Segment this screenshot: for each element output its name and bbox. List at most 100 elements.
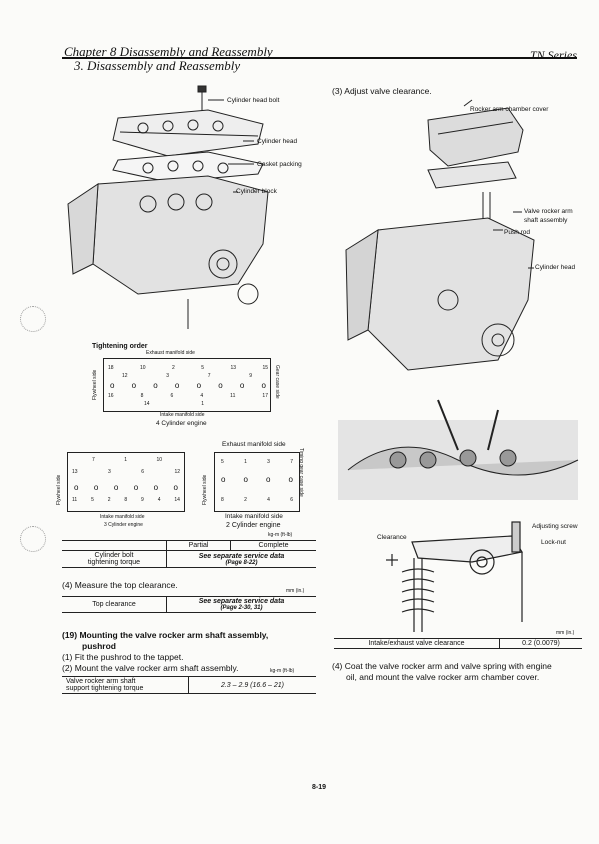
bolt-number: 3 — [166, 373, 170, 379]
bolt-number: 16 — [108, 393, 114, 399]
bolt-table-unit: kg-m (ft-lb) — [268, 532, 293, 538]
step4-right-cont: oil, and mount the valve rocker arm cham… — [346, 672, 540, 682]
four-cyl-caption: 4 Cylinder engine — [156, 420, 207, 427]
feeler-gauge-illustration — [338, 399, 579, 500]
bolt-number: 9 — [249, 373, 252, 379]
bolt-number: 8 — [124, 497, 128, 503]
label-valve-rocker-cont: shaft assembly — [524, 217, 568, 224]
valve-clearance-table: Intake/exhaust valve clearance 0.2 (0.00… — [334, 638, 582, 649]
bolt-number: 14 — [144, 401, 150, 407]
three-cyl-left-label: Flywheel side — [56, 474, 62, 505]
label-adjusting-screw: Adjusting screw — [532, 523, 578, 530]
bolt-number: 6 — [290, 497, 293, 503]
bolt-number: 3 — [108, 469, 111, 475]
top-clearance-table: Top clearance See separate service data … — [62, 596, 316, 613]
bolt-number: 7 — [290, 459, 293, 465]
bolt-number: 10 — [156, 457, 162, 463]
bolt-number: 1 — [244, 459, 247, 465]
label-rocker-cover: Rocker arm chamber cover — [470, 106, 549, 113]
row-label-line: Valve rocker arm shaft — [66, 678, 136, 685]
bolt-number: 17 — [262, 393, 268, 399]
bolt-number: 4 — [157, 497, 161, 503]
three-cyl-bottom-label: Intake manifold side — [100, 514, 145, 520]
bolt-number: 1 — [124, 457, 127, 463]
step4-title: (4) Measure the top clearance. — [62, 580, 178, 590]
valve-table-unit: mm (in.) — [556, 630, 575, 636]
label-cylinder-head-bolt: Cylinder head bolt — [227, 97, 280, 104]
bolt-number: 13 — [230, 365, 236, 371]
label-lock-nut: Lock-nut — [541, 539, 566, 546]
row-label-line: tightening torque — [87, 559, 141, 566]
bolt-number: 18 — [108, 365, 114, 371]
bolt-number: 7 — [207, 373, 211, 379]
bolt-number: 1 — [201, 401, 204, 407]
four-cyl-right-label: Gear case side — [274, 365, 280, 399]
two-cyl-top-label: Exhaust manifold side — [222, 441, 286, 448]
row-value-line: (Page 2-30, 31) — [220, 605, 263, 611]
step4-right: (4) Coat the valve rocker arm and valve … — [332, 661, 552, 671]
row-value-line: See separate service data — [198, 552, 285, 560]
two-cyl-bottom-label: Intake manifold side — [225, 513, 283, 520]
label-clearance: Clearance — [377, 534, 407, 541]
two-cyl-right-label: Timing gear case side — [298, 448, 304, 497]
two-cyl-caption: 2 Cylinder engine — [226, 522, 281, 529]
row-label-line: Cylinder bolt — [94, 552, 134, 559]
series-label: TN Series — [529, 48, 577, 62]
binder-hole — [20, 306, 46, 332]
step4-unit: mm (in.) — [286, 588, 305, 594]
engine-valve-assembly-illustration — [345, 99, 535, 371]
row-value: See separate service data (Page 8-22) — [166, 550, 316, 568]
bolt-number: 11 — [230, 393, 236, 399]
cylinder-bolt-table: Partial Complete Cylinder bolt tightenin… — [62, 540, 316, 568]
step19-unit: kg-m (ft-lb) — [270, 668, 295, 674]
step19-item: (1) Fit the pushrod to the tappet. — [62, 652, 184, 662]
label-cylinder-head: Cylinder head — [257, 138, 298, 145]
three-cyl-caption: 3 Cylinder engine — [104, 522, 143, 528]
row-value: 2.3 – 2.9 (16.6 – 21) — [188, 676, 316, 694]
step19-title-cont: pushrod — [82, 641, 116, 651]
section-title: 3. Disassembly and Reassembly — [74, 58, 241, 73]
row-label-line: support tightening torque — [66, 685, 144, 692]
row-label: Valve rocker arm shaft support tightenin… — [62, 676, 189, 694]
row-label: Intake/exhaust valve clearance — [334, 638, 500, 649]
two-cyl-left-label: Flywheel side — [202, 474, 208, 505]
bolt-number: 6 — [141, 469, 144, 475]
label-cylinder-block: Cylinder block — [236, 188, 277, 195]
bolt-number: 8 — [140, 393, 144, 399]
binder-hole — [20, 526, 46, 552]
bolt-number: 2 — [107, 497, 111, 503]
label-gasket-packing: Gasket packing — [257, 161, 302, 168]
bolt-number: 9 — [141, 497, 144, 503]
step19-item: (2) Mount the valve rocker arm shaft ass… — [62, 663, 239, 673]
bolt-number: 12 — [122, 373, 128, 379]
bolt-number: 13 — [72, 469, 78, 475]
bolt-number: 5 — [221, 459, 224, 465]
bolt-number: 14 — [174, 497, 180, 503]
label-valve-rocker: Valve rocker arm — [524, 208, 573, 215]
chapter-title: Chapter 8 Disassembly and Reassembly — [64, 44, 273, 59]
bolt-number: 8 — [221, 497, 224, 503]
rocker-shaft-torque-table: Valve rocker arm shaft support tightenin… — [62, 676, 316, 694]
four-cyl-left-label: Flywheel side — [92, 369, 98, 400]
row-value-line: See separate service data — [198, 598, 285, 605]
bolt-number: 5 — [91, 497, 94, 503]
tightening-order-title: Tightening order — [92, 343, 148, 350]
bolt-number: 2 — [244, 497, 247, 503]
row-value-line: (Page 8-22) — [225, 559, 258, 566]
bolt-number: 15 — [262, 365, 268, 371]
bolt-number: 5 — [201, 365, 204, 371]
bolt-number: 4 — [267, 497, 270, 503]
label-cylinder-head-right: Cylinder head — [535, 264, 576, 271]
header-rule — [62, 57, 577, 59]
col-partial: Partial — [165, 540, 232, 551]
step3-title: (3) Adjust valve clearance. — [332, 86, 432, 96]
bolt-number: 3 — [267, 459, 270, 465]
bolt-number: 7 — [92, 457, 95, 463]
row-value: 0.2 (0.0079) — [499, 638, 582, 649]
bolt-number: 12 — [174, 469, 180, 475]
